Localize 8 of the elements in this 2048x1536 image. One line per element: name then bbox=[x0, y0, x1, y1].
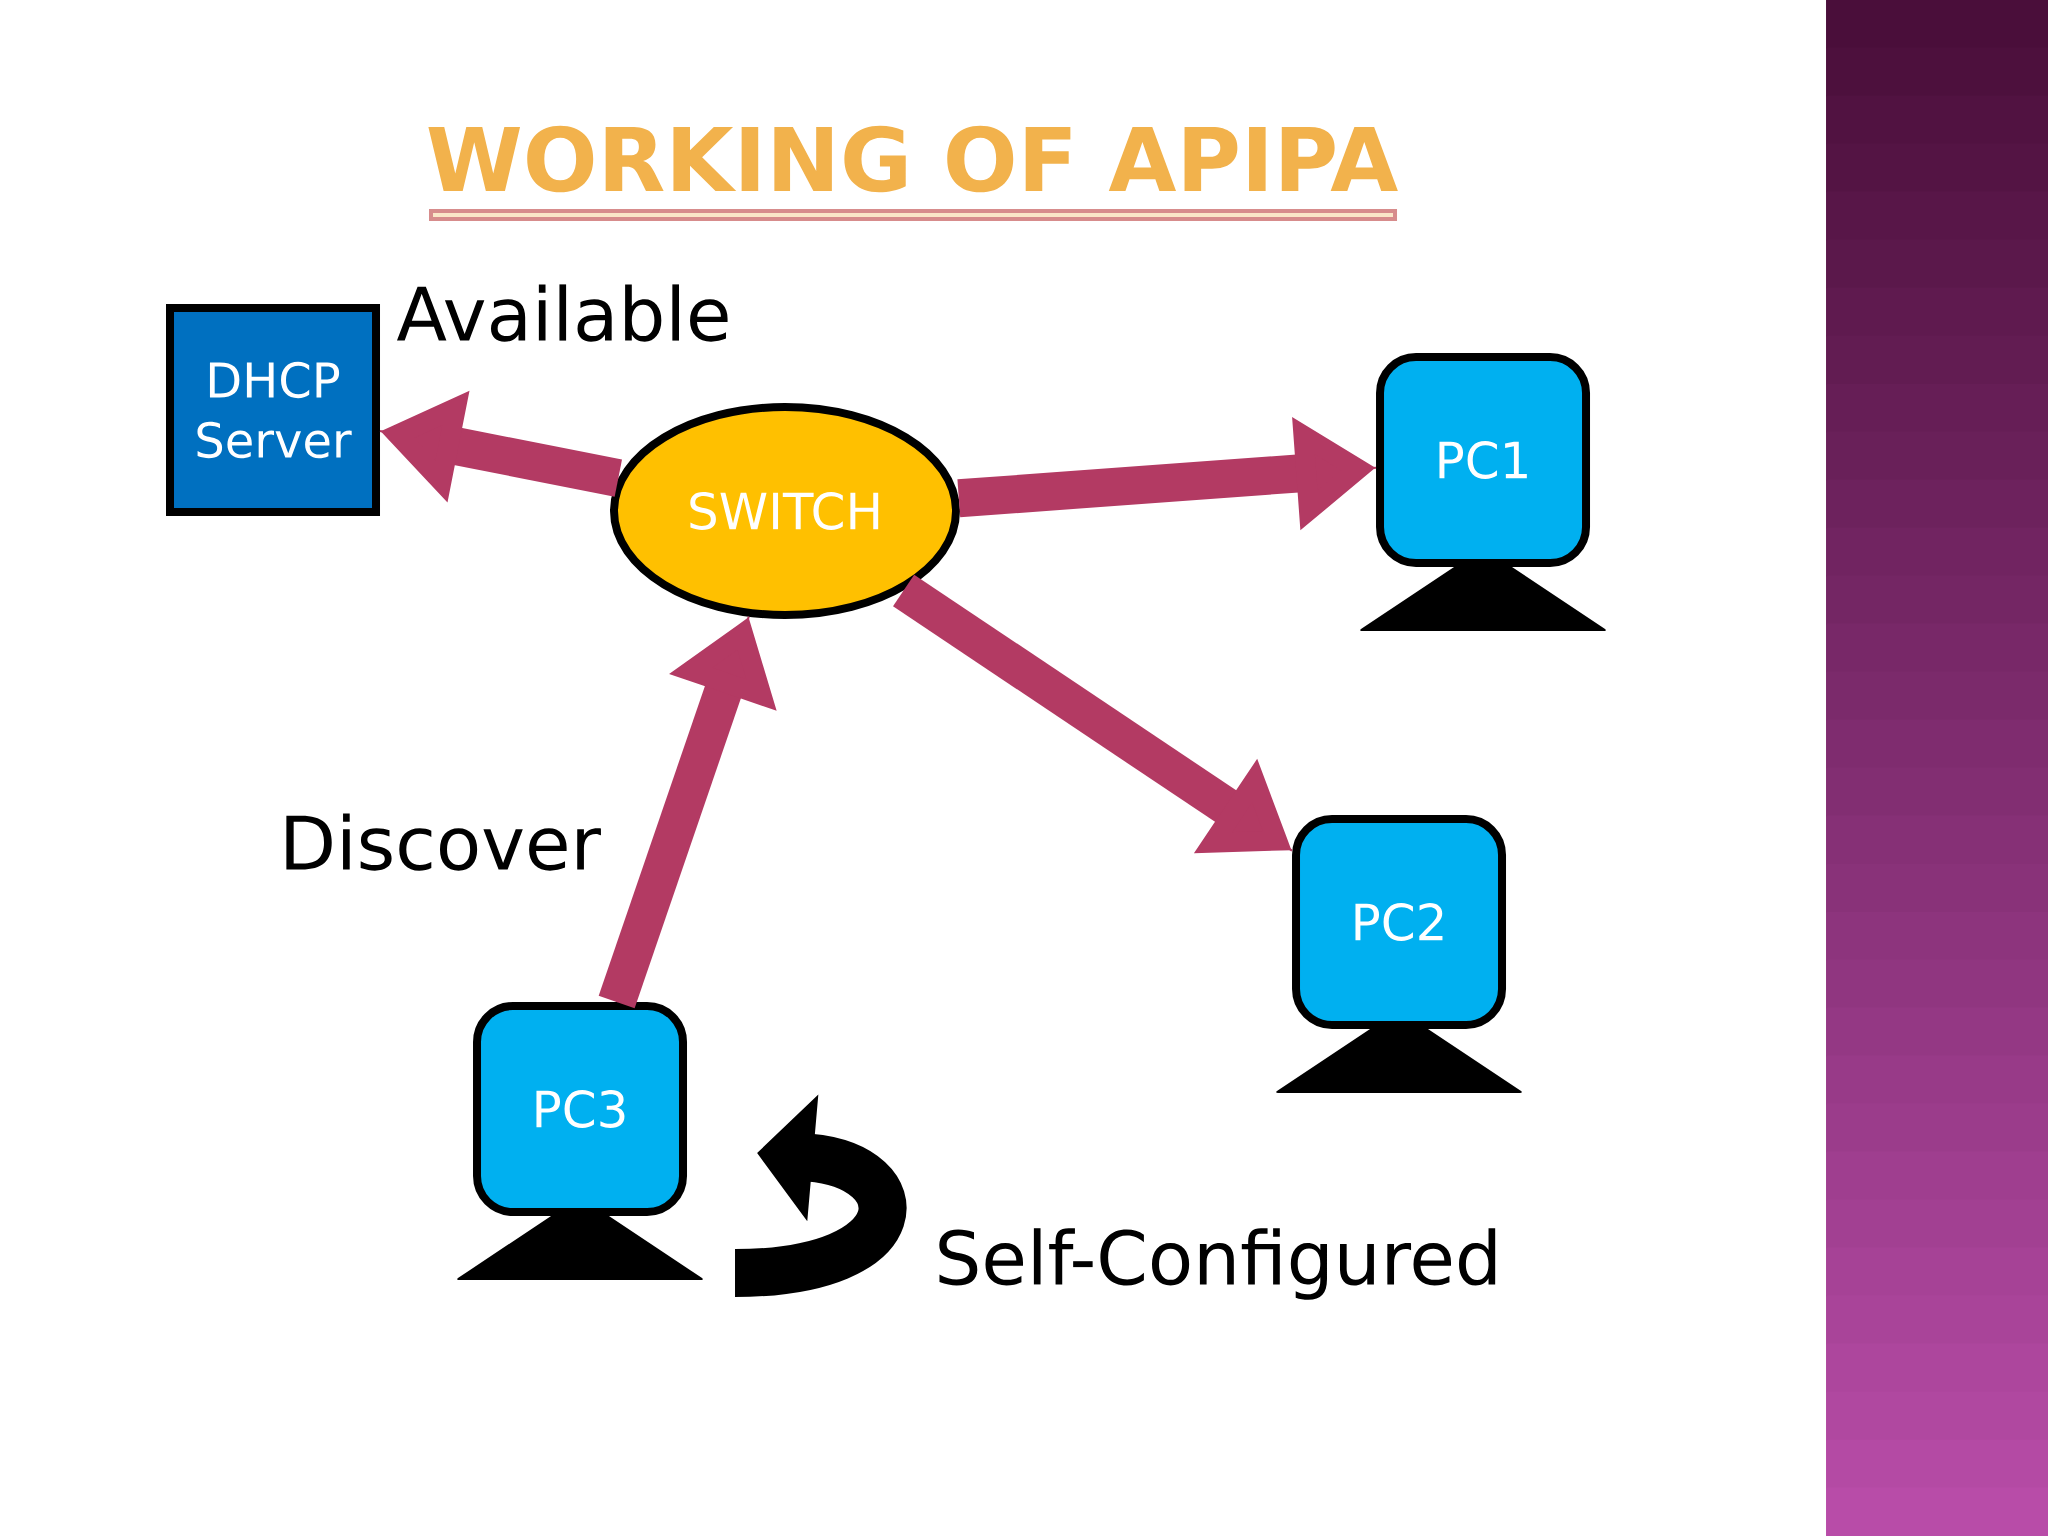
computer-drawing: PC1 bbox=[1360, 353, 1606, 631]
edge-label: Available bbox=[396, 284, 728, 342]
server-box: DHCP Server bbox=[166, 304, 380, 516]
computer-drawing: PC3 bbox=[457, 1002, 703, 1280]
edge-label: Self-Configured bbox=[939, 1228, 1496, 1300]
edge-label: Discover bbox=[286, 813, 601, 871]
computer-drawing: PC2 bbox=[1276, 815, 1522, 1093]
title: WORKING OF APIPA bbox=[428, 125, 1398, 193]
